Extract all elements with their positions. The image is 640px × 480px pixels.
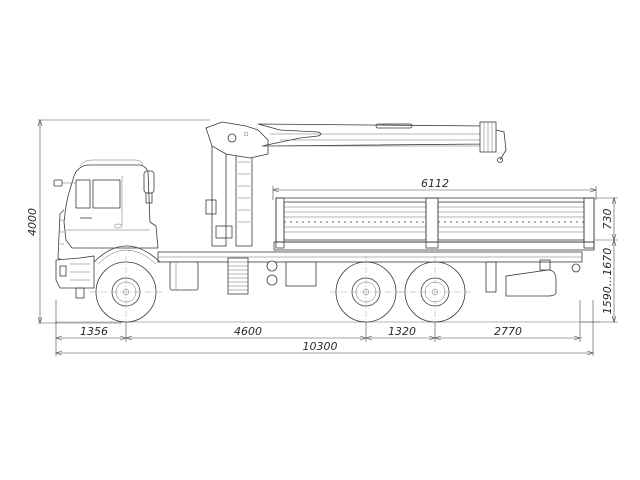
- dim-overall-height: 4000: [26, 208, 39, 236]
- rear-wheel-2: [399, 256, 471, 326]
- front-bumper: [55, 245, 161, 299]
- dim-front-overhang: 1356: [80, 325, 108, 338]
- dim-rear-overhang: 2770: [494, 325, 522, 338]
- dim-overall-length: 10300: [303, 340, 338, 353]
- dimension-lines: [37, 119, 618, 356]
- cargo-platform: [273, 197, 595, 251]
- dim-platform-length: 6112: [421, 177, 449, 190]
- cab: [53, 159, 159, 263]
- rear-wheel-1: [330, 256, 402, 326]
- chassis-frame: [157, 251, 583, 297]
- dim-wheelbase: 4600: [234, 325, 262, 338]
- loader-crane: [205, 121, 507, 247]
- dim-tandem-spacing: 1320: [388, 325, 416, 338]
- dim-platform-floor-height: 1590...1670: [601, 248, 614, 314]
- dim-side-board-height: 730: [601, 209, 614, 230]
- front-wheel: [90, 256, 162, 326]
